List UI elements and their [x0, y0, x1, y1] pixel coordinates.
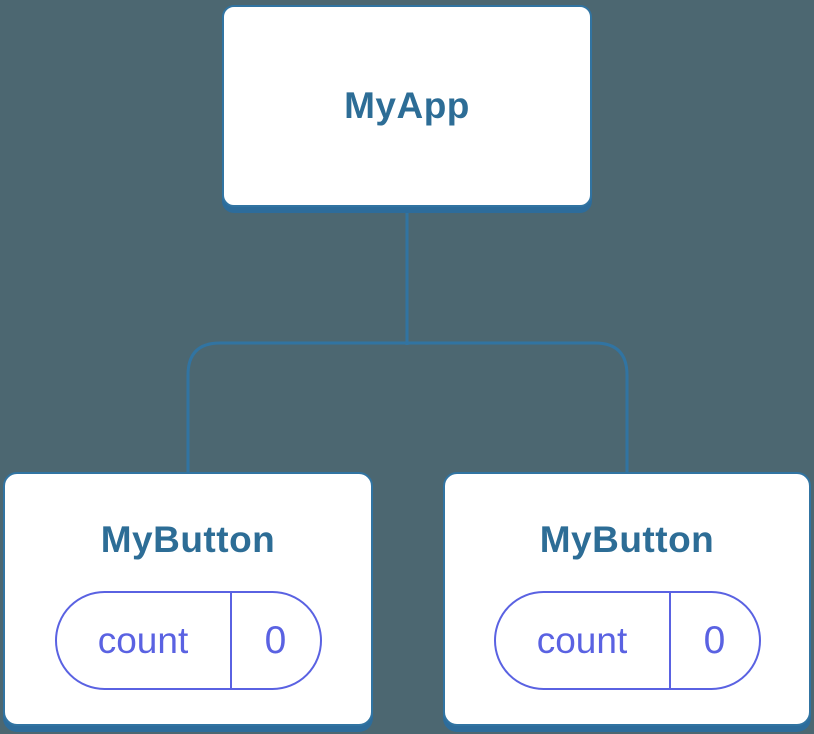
- component-node-root: MyApp: [222, 5, 592, 207]
- component-label: MyButton: [100, 519, 276, 560]
- state-key: count: [536, 619, 628, 661]
- component-label: MyApp: [344, 84, 470, 126]
- state-pill: count 0: [54, 591, 322, 691]
- state-pill: count 0: [493, 591, 761, 691]
- state-value: 0: [229, 593, 320, 689]
- component-label: MyButton: [539, 519, 715, 560]
- connector-bracket: [186, 341, 629, 476]
- state-value: 0: [668, 593, 759, 689]
- component-node-child-right: MyButton count 0: [443, 472, 811, 726]
- state-key: count: [97, 619, 189, 661]
- component-node-child-left: MyButton count 0: [3, 472, 373, 726]
